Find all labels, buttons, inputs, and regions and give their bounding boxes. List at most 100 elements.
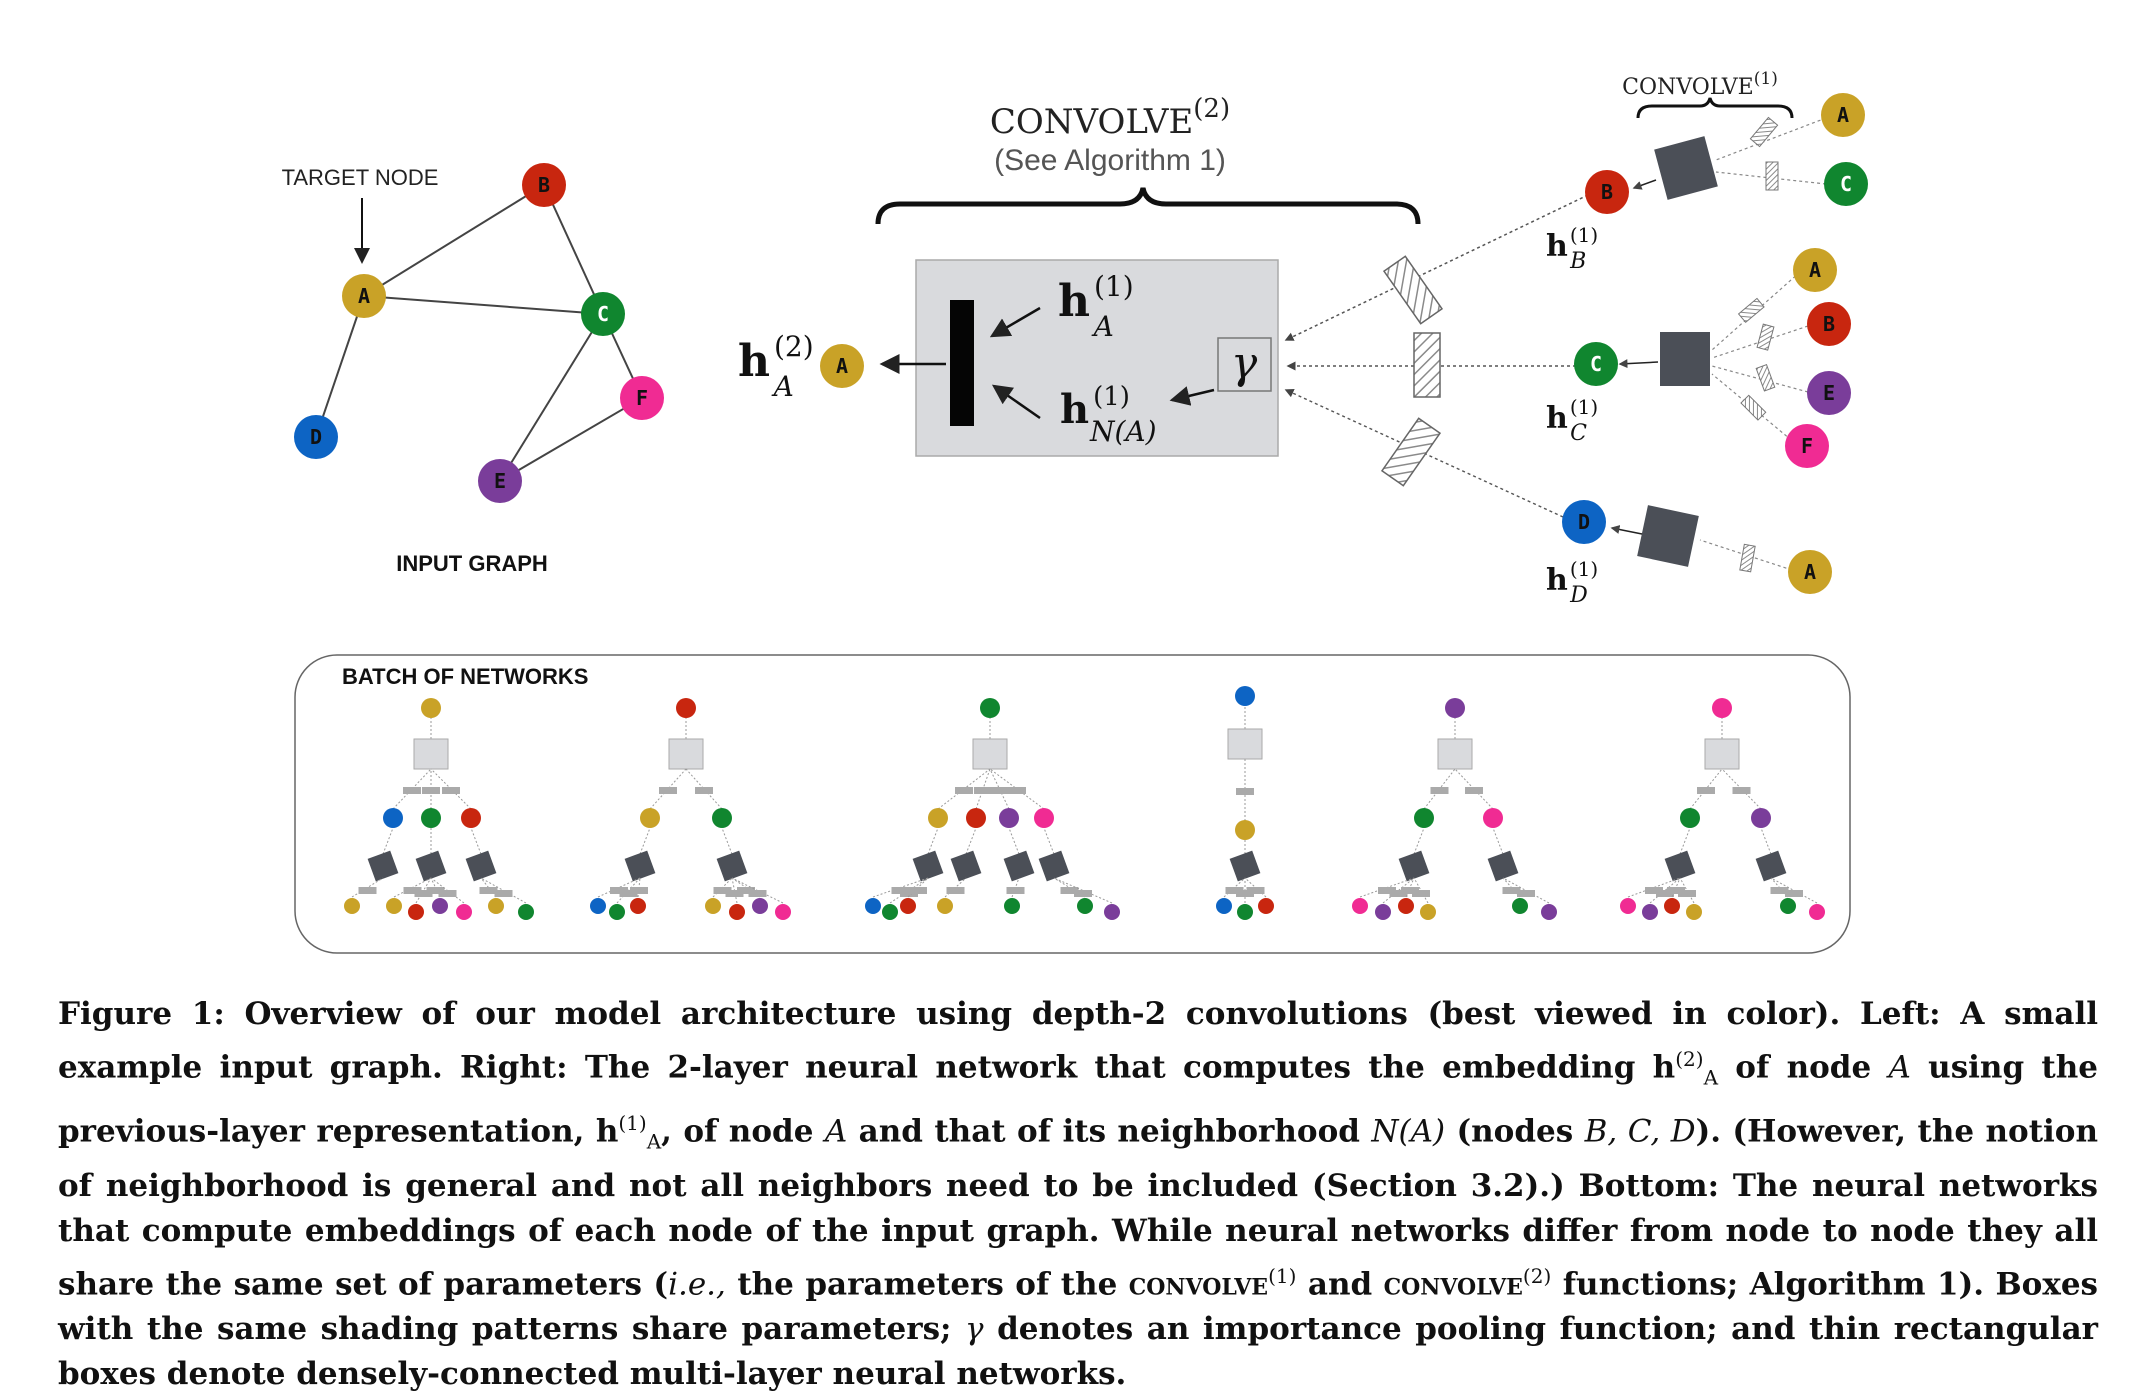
mini-dense-box — [1378, 887, 1396, 894]
svg-text:C: C — [597, 302, 609, 326]
mini-dense-box — [610, 887, 628, 894]
mini-node-E — [1541, 904, 1557, 920]
mini-node-F — [1034, 808, 1054, 828]
graph-node-C: C — [581, 292, 625, 336]
mini-gray-box — [972, 738, 1008, 770]
mini-node-A — [1235, 820, 1255, 840]
mini-dense-box — [1401, 887, 1419, 894]
shared-weight-box-B — [1382, 255, 1444, 325]
gamma-symbol: γ — [1231, 338, 1258, 389]
mini-node-B — [676, 698, 696, 718]
mini-gray-box — [668, 738, 704, 770]
svg-text:F: F — [636, 386, 648, 410]
graph-node-A: A — [342, 274, 386, 318]
batch-panel — [294, 654, 1851, 954]
hB-label: h(1)B — [1546, 223, 1598, 274]
mini-dark-box — [1487, 850, 1519, 882]
dark-box-B — [1654, 136, 1718, 200]
mini-dense-box — [619, 890, 638, 897]
mini-node-C — [1512, 898, 1528, 914]
convolve1-title: CONVOLVE(1) — [1622, 69, 1778, 100]
mini-node-E — [1104, 904, 1120, 920]
svg-text:A: A — [1804, 560, 1816, 584]
mini-node-C — [421, 808, 441, 828]
shared-weight-box-D — [1380, 417, 1442, 487]
mini-dense-box — [630, 887, 648, 894]
mini-node-F — [456, 904, 472, 920]
branch-B: A C B h(1)B — [1546, 93, 1868, 274]
mini-node-E — [999, 808, 1019, 828]
mini-node-F — [1712, 698, 1732, 718]
mini-node-E — [432, 898, 448, 914]
mini-dense-box — [659, 787, 677, 794]
mini-dense-box — [695, 787, 713, 794]
convolve2-subtitle: (See Algorithm 1) — [994, 144, 1226, 177]
mini-node-C — [712, 808, 732, 828]
mini-dark-box — [367, 850, 399, 882]
mini-dense-box — [1697, 787, 1715, 794]
mini-node-C — [1004, 898, 1020, 914]
svg-text:A: A — [1809, 258, 1821, 282]
mini-dark-box — [716, 850, 748, 882]
graph-node-D: D — [294, 415, 338, 459]
mini-node-C — [609, 904, 625, 920]
mini-node-A — [488, 898, 504, 914]
svg-text:D: D — [1578, 510, 1590, 534]
convolve1-block: CONVOLVE(1) A C B h(1)B A B E F — [1546, 69, 1868, 608]
mini-dark-box — [1038, 850, 1070, 882]
batch-of-networks: BATCH OF NETWORKS — [294, 654, 1851, 954]
mini-dense-box — [479, 887, 498, 894]
mini-dense-box — [1502, 887, 1521, 894]
svg-text:B: B — [538, 173, 550, 197]
svg-text:B: B — [1601, 180, 1613, 204]
mini-node-C — [518, 904, 534, 920]
mini-node-B — [630, 898, 646, 914]
mini-dense-box — [438, 890, 457, 897]
mini-dense-box — [414, 890, 433, 897]
shared-weight-box-C — [1413, 332, 1441, 398]
mini-dense-box — [1732, 787, 1751, 794]
mini-node-F — [1483, 808, 1503, 828]
mini-node-F — [1809, 904, 1825, 920]
mini-node-B — [1398, 898, 1414, 914]
mini-gray-box — [1704, 738, 1740, 770]
mini-node-B — [966, 808, 986, 828]
mini-dense-box — [1006, 887, 1025, 894]
convolve2-title: CONVOLVE(2) — [990, 94, 1230, 142]
mini-node-A — [421, 698, 441, 718]
mini-node-F — [1352, 898, 1368, 914]
mini-node-C — [1780, 898, 1796, 914]
mini-dark-box — [1755, 850, 1787, 882]
mini-dense-box — [1389, 890, 1408, 897]
mini-dense-box — [748, 890, 767, 897]
mini-dense-box — [403, 887, 422, 894]
mini-node-E — [752, 898, 768, 914]
svg-text:E: E — [494, 469, 506, 493]
svg-text:E: E — [1823, 381, 1835, 405]
target-node-label: TARGET NODE — [282, 165, 439, 190]
mini-node-D — [383, 808, 403, 828]
svg-text:A: A — [1837, 103, 1849, 127]
mini-node-B — [900, 898, 916, 914]
mini-node-A — [386, 898, 402, 914]
mini-node-B — [1664, 898, 1680, 914]
mini-dense-box — [974, 787, 992, 794]
mini-dense-box — [403, 787, 421, 794]
mini-dense-box — [1236, 788, 1254, 795]
mini-node-B — [729, 904, 745, 920]
mini-node-C — [1414, 808, 1434, 828]
mini-dense-box — [358, 887, 377, 894]
mini-node-E — [1375, 904, 1391, 920]
mini-dense-box — [1656, 890, 1674, 897]
svg-text:B: B — [1823, 312, 1835, 336]
dark-box-C — [1660, 332, 1710, 386]
hA2-label: h(2)A — [738, 330, 814, 403]
mini-dark-box — [624, 850, 656, 882]
mini-node-D — [865, 898, 881, 914]
svg-text:A: A — [836, 354, 848, 378]
mini-gray-box — [1227, 728, 1263, 760]
mini-dense-box — [1645, 887, 1663, 894]
mini-node-A — [344, 898, 360, 914]
mini-dark-box — [950, 850, 982, 882]
mini-dark-box — [465, 850, 497, 882]
